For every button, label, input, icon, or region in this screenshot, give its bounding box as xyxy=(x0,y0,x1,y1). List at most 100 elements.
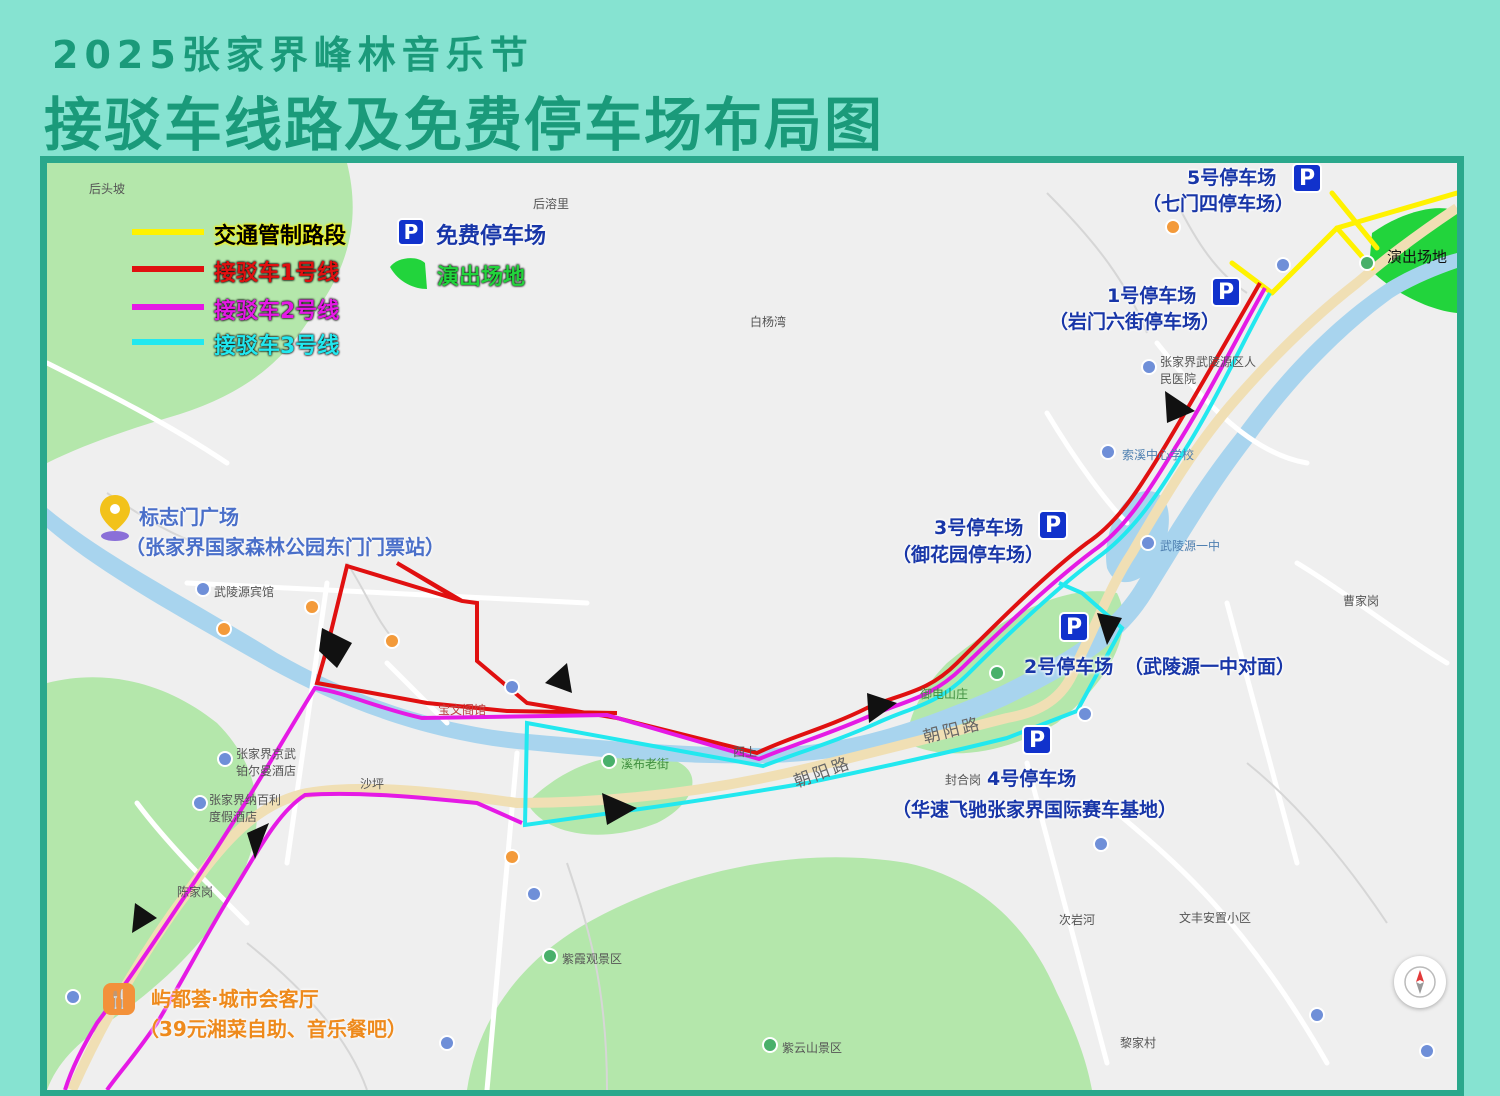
legend-traffic-label: 交通管制路段 xyxy=(214,224,347,249)
traffic-control-lines xyxy=(1229,190,1457,296)
legend-route2-label: 接驳车2号线 xyxy=(214,299,340,324)
route-3-line xyxy=(522,292,1272,828)
restaurant-icon[interactable] xyxy=(304,599,320,615)
forest-left xyxy=(47,163,353,463)
hotel-icon[interactable] xyxy=(504,679,520,695)
forest-left-lower xyxy=(47,677,257,1090)
restaurant-big-icon[interactable]: 🍴 xyxy=(103,983,135,1015)
place-label: 索溪中心学校 xyxy=(1122,448,1195,462)
place-label: 御电山庄 xyxy=(920,687,969,701)
route-2-line xyxy=(63,287,1267,1090)
school-icon[interactable] xyxy=(1140,535,1156,551)
place-label: 紫霞观景区 xyxy=(562,952,623,966)
legend-parking-icon: P xyxy=(397,218,425,246)
legend-parking-label: 免费停车场 xyxy=(436,224,547,249)
place-label: 白杨湾 xyxy=(750,315,787,329)
gate-sub: （张家界国家森林公园东门门票站） xyxy=(125,535,445,559)
legend-route2-line xyxy=(132,304,204,310)
parking-4-sub: （华速飞驰张家界国际赛车基地） xyxy=(892,799,1178,821)
place-label: 陈家岗 xyxy=(177,885,214,899)
scenic-icon[interactable] xyxy=(1359,255,1375,271)
legend-route3-label: 接驳车3号线 xyxy=(214,334,340,359)
parking-5-sub: （七门四停车场） xyxy=(1142,193,1295,215)
hotel-icon[interactable] xyxy=(217,751,233,767)
parking-3-icon[interactable]: P xyxy=(1038,510,1068,540)
hotel-icon[interactable] xyxy=(195,581,211,597)
route-1-line xyxy=(314,282,1262,756)
place-label: 溪布老街 xyxy=(621,757,670,771)
place-label: 封合岗 xyxy=(945,773,982,787)
restaurant-icon[interactable] xyxy=(216,621,232,637)
legend-venue-icon xyxy=(390,258,427,289)
parking-1-name: 1号停车场 xyxy=(1107,285,1197,307)
parking-2-icon[interactable]: P xyxy=(1059,612,1089,642)
parking-3-name: 3号停车场 xyxy=(934,517,1024,539)
gate-name: 标志门广场 xyxy=(139,505,239,529)
parking-2-sub: （武陵源一中对面） xyxy=(1124,656,1296,678)
parking-4-name: 4号停车场 xyxy=(987,768,1077,790)
place-label: 次岩河 xyxy=(1059,913,1096,927)
legend-route1-label: 接驳车1号线 xyxy=(214,261,340,286)
location-pin-icon[interactable] xyxy=(97,493,133,543)
title-line-2: 接驳车线路及免费停车场布局图 xyxy=(44,91,885,159)
restaurant-icon[interactable] xyxy=(384,633,400,649)
arrow-8 xyxy=(132,903,157,933)
parking-1-icon[interactable]: P xyxy=(1211,277,1241,307)
school-icon[interactable] xyxy=(1100,444,1116,460)
parking-5-icon[interactable]: P xyxy=(1292,163,1322,193)
place-label: 黎家村 xyxy=(1120,1036,1157,1050)
hotel-icon[interactable] xyxy=(1077,706,1093,722)
restaurant-icon[interactable] xyxy=(1165,219,1181,235)
arrow-3 xyxy=(545,663,572,693)
place-label: 曹家岗 xyxy=(1343,594,1380,608)
restaurant-icon[interactable] xyxy=(504,849,520,865)
venue-label: 演出场地 xyxy=(1387,248,1448,266)
place-label: 西上 xyxy=(733,745,758,759)
map-canvas[interactable]: 后头坡 后溶里 白杨湾 武陵源宾馆 沙坪 陈家岗 紫霞观景区 紫云山景区 黎家村… xyxy=(47,163,1457,1090)
parking-1-sub: （岩门六街停车场） xyxy=(1049,311,1221,333)
scenic-icon[interactable] xyxy=(989,665,1005,681)
hospital-icon[interactable] xyxy=(1141,359,1157,375)
legend-venue-label: 演出场地 xyxy=(437,265,526,290)
restaurant-sub: （39元湘菜自助、音乐餐吧） xyxy=(139,1017,407,1041)
place-label: 武陵源宾馆 xyxy=(214,585,275,599)
title-line-1: 2025张家界峰林音乐节 xyxy=(52,33,534,77)
place-label: 紫云山景区 xyxy=(782,1041,843,1055)
hotel-icon[interactable] xyxy=(1419,1043,1435,1059)
place-label: 张家界纳百利度假酒店 xyxy=(209,793,282,824)
hotel-icon[interactable] xyxy=(65,989,81,1005)
parking-3-sub: （御花园停车场） xyxy=(892,544,1045,566)
arrow-2 xyxy=(319,628,352,668)
map-base xyxy=(47,163,1457,1090)
hotel-icon[interactable] xyxy=(1275,257,1291,273)
restaurant-name: 屿都荟·城市会客厅 xyxy=(151,987,319,1011)
scenic-icon[interactable] xyxy=(601,753,617,769)
place-label: 后溶里 xyxy=(533,197,570,211)
venue-area xyxy=(1369,208,1457,313)
parking-2-name: 2号停车场 xyxy=(1024,656,1114,678)
arrow-4 xyxy=(867,693,897,723)
legend-route3-line xyxy=(132,339,204,345)
hotel-icon[interactable] xyxy=(192,795,208,811)
hotel-icon[interactable] xyxy=(439,1035,455,1051)
place-label: 文丰安置小区 xyxy=(1179,911,1252,925)
forest-bottom xyxy=(467,857,1092,1090)
arrow-1 xyxy=(1165,391,1195,423)
scenic-icon[interactable] xyxy=(542,948,558,964)
direction-arrows xyxy=(132,391,1195,933)
place-label: 宝文阁馆 xyxy=(438,703,487,717)
compass-icon[interactable] xyxy=(1394,956,1446,1008)
legend-route1-line xyxy=(132,266,204,272)
parking-5-name: 5号停车场 xyxy=(1187,167,1277,189)
scenic-icon[interactable] xyxy=(762,1037,778,1053)
legend-traffic-line xyxy=(132,229,204,235)
place-label: 武陵源一中 xyxy=(1160,539,1221,553)
hotel-icon[interactable] xyxy=(526,886,542,902)
place-label: 张家界武陵源区人民医院 xyxy=(1160,355,1257,386)
hotel-icon[interactable] xyxy=(1309,1007,1325,1023)
hotel-icon[interactable] xyxy=(1093,836,1109,852)
main-road xyxy=(67,203,1457,1090)
place-label: 张家界京武铂尔曼酒店 xyxy=(236,747,297,778)
arrow-6 xyxy=(602,793,637,825)
parking-4-icon[interactable]: P xyxy=(1022,725,1052,755)
